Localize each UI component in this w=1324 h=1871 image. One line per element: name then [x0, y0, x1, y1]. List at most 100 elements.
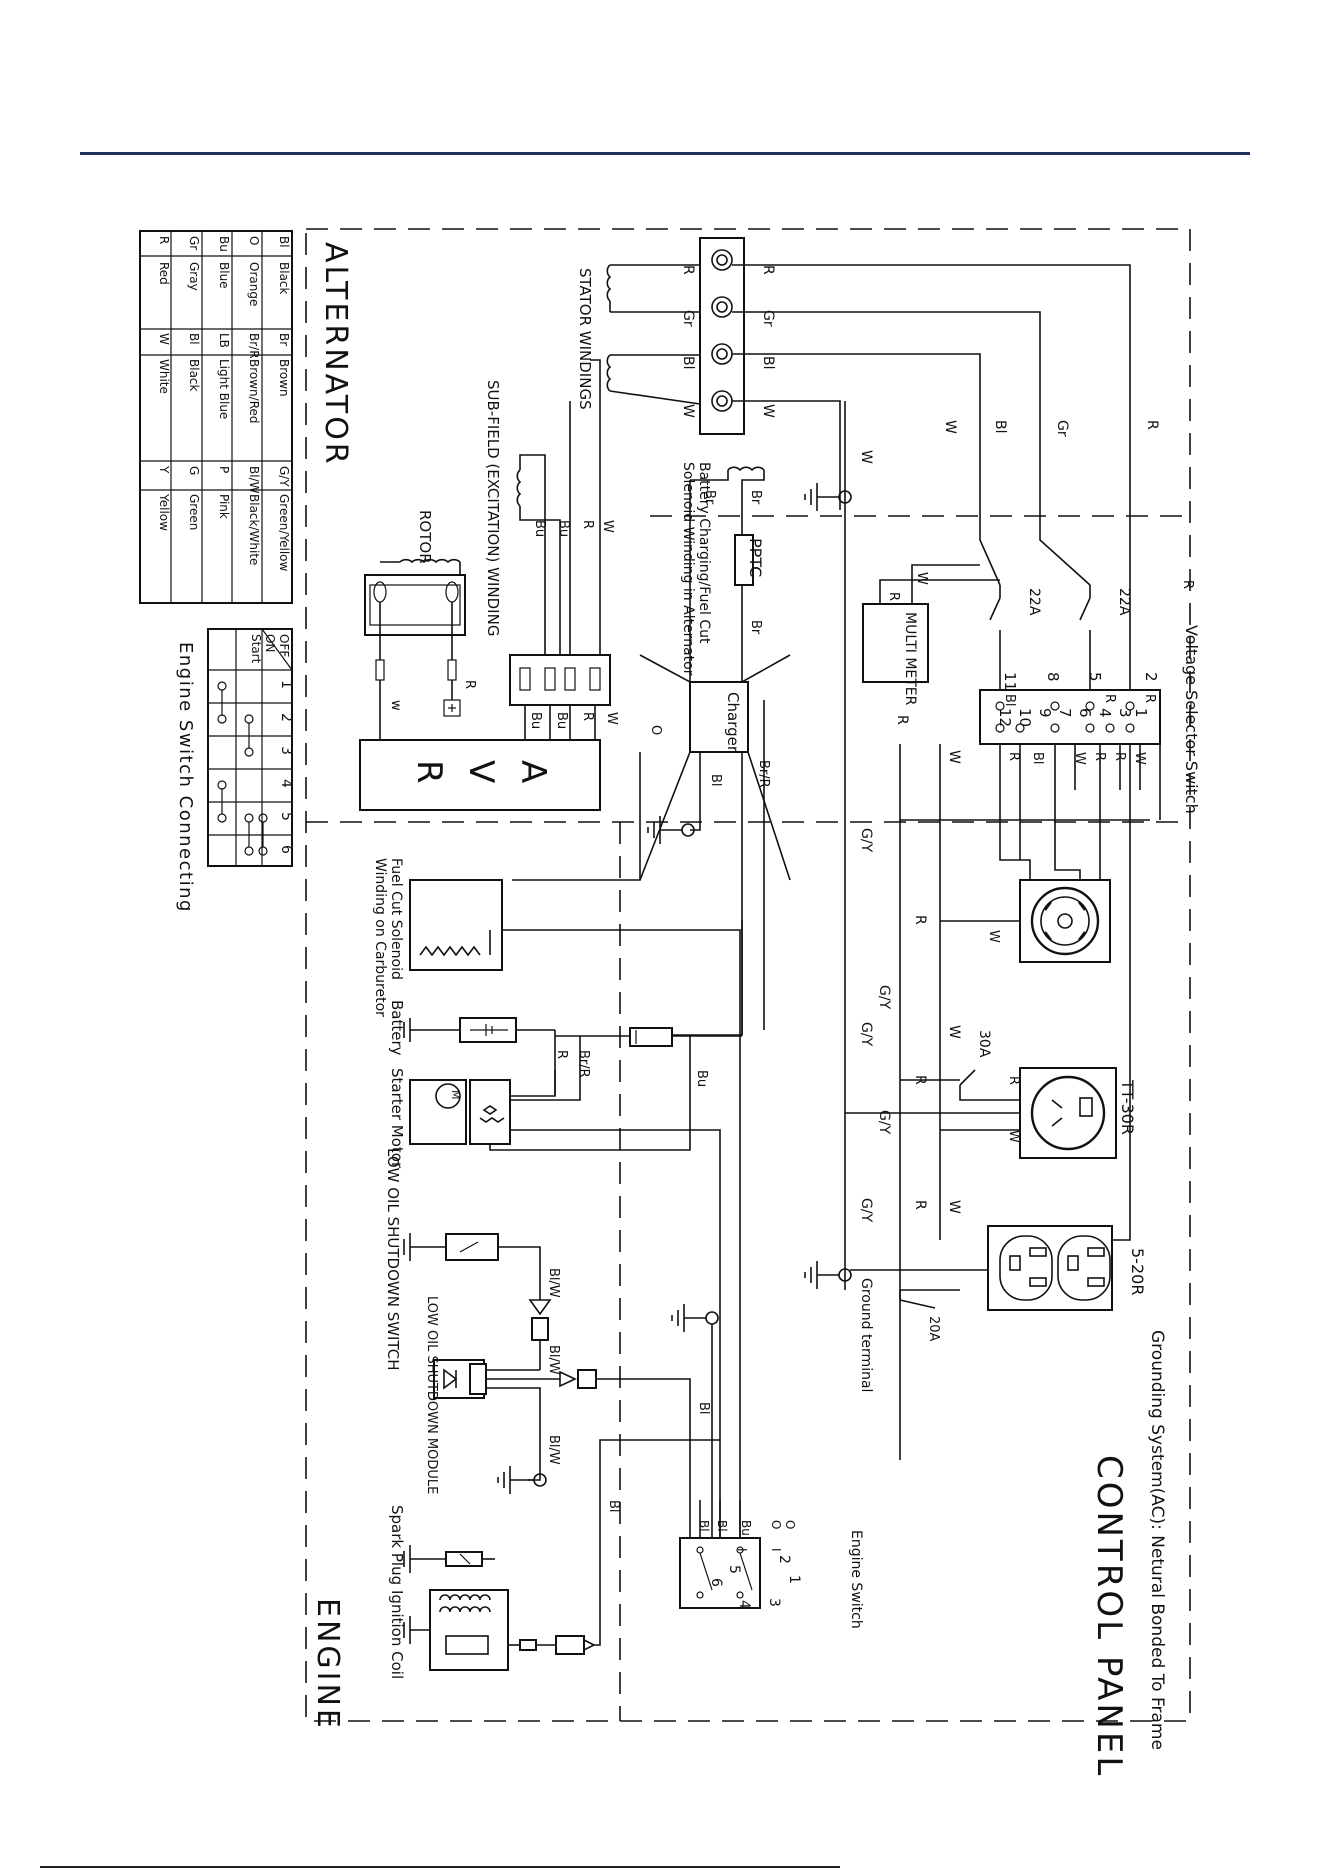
switch-table-col-label: 4 — [278, 779, 294, 788]
header-rule — [80, 152, 1250, 155]
legend-cell: Orange — [247, 262, 261, 306]
color-legend-table — [139, 230, 293, 604]
charger-label: Charger — [724, 692, 742, 753]
legend-cell: Red — [157, 262, 171, 285]
tt30-wire-w: W — [1006, 1130, 1021, 1143]
twist-lock-receptacle — [900, 790, 1161, 963]
pptc-engine — [555, 1027, 742, 1047]
avr-connector — [509, 654, 611, 740]
low-oil-module-label: LOW OIL SHUTDOWN MODULE — [424, 1296, 439, 1494]
field-wire-bu: Bu — [556, 520, 571, 537]
avr-wire-bu: Bu — [554, 712, 569, 729]
motor-m-label: M — [449, 1090, 462, 1100]
ignition-coil-label: Ignition Coil — [388, 1590, 406, 1679]
selector-terminal-number: 7 — [1056, 708, 1074, 718]
charger-wire-bl: Bl — [708, 774, 723, 787]
voltage-selector-switch — [979, 689, 1161, 860]
section-boundaries — [305, 228, 1191, 1722]
rotor-wire-r: R — [462, 680, 477, 689]
bus-wire-bl: Bl — [992, 420, 1008, 434]
bl-engine-2: Bl — [606, 1500, 621, 1513]
engine-switch-table-title: Engine Switch Connecting — [175, 642, 196, 913]
footer-rule — [40, 1866, 840, 1868]
bus-wire-r: R — [1144, 420, 1160, 430]
gy-label-5: G/Y — [858, 1198, 874, 1223]
es-i-1: I — [735, 1548, 749, 1552]
sel-bl-2: Bl — [1030, 752, 1045, 765]
es-bl: Bl — [697, 1520, 711, 1532]
stator-windings — [606, 264, 701, 405]
stator-windings-label: STATOR WINDINGS — [576, 268, 594, 410]
selector-terminal-number: 5 — [1086, 672, 1104, 682]
cp-wire-w-2: W — [946, 1025, 962, 1039]
battery-label: Battery — [388, 1000, 406, 1056]
wire-w-field: W — [858, 450, 874, 464]
legend-cell: Green — [187, 494, 201, 530]
switch-table-col-label: 1 — [278, 680, 294, 689]
sel-r-4: R — [1092, 752, 1107, 761]
mm-wire-w: W — [914, 572, 929, 585]
es-o-2: O — [783, 1520, 797, 1529]
selector-terminal-number: 8 — [1044, 672, 1062, 682]
cp-wire-r-3: R — [912, 1200, 928, 1210]
multimeter-label: MULTI METER — [902, 612, 918, 706]
voltage-selector-label: Voltage Selector Switch — [1182, 625, 1201, 814]
avr-label-v: V — [461, 760, 501, 783]
duplex-receptacle — [899, 1225, 1113, 1311]
breaker-22a-label-2: 22A — [1116, 588, 1132, 616]
switch-table-col-label: 6 — [278, 845, 294, 854]
legend-cell: Bu — [217, 236, 231, 252]
switch-table-col-label: 3 — [278, 746, 294, 755]
charger-wire-brr: Br/R — [756, 760, 771, 788]
stator-wire-gr-1: Gr — [680, 310, 696, 327]
sel-r-1: R — [1142, 694, 1157, 703]
avr-unit: A V R — [359, 739, 601, 811]
legend-cell: Bl/W — [247, 466, 261, 494]
switch-table-col-label: 5 — [278, 812, 294, 821]
selector-terminal-number: 4 — [1096, 708, 1114, 718]
bl-engine-1: Bl — [696, 1402, 711, 1415]
rotor-label: ROTOR — [416, 510, 434, 564]
low-oil-switch — [403, 1233, 552, 1370]
selector-terminal-number: 12 — [996, 708, 1014, 727]
gy-label-4: G/Y — [876, 1110, 892, 1135]
breaker-22a-label-1: 22A — [1026, 588, 1042, 616]
ignition-coil — [403, 1439, 720, 1671]
breaker-30a-label: 30A — [976, 1030, 992, 1058]
tt30r-label: TT-30R — [1118, 1079, 1137, 1135]
stator-wire-gr-2: Gr — [760, 310, 776, 327]
blw-2: Bl/W — [546, 1345, 561, 1375]
twist-wire-w: W — [986, 930, 1001, 943]
sel-r-5: R — [1006, 752, 1021, 761]
selector-terminal-number: 3 — [1116, 708, 1134, 718]
grounding-note: Grounding System(AC): Netural Bonded To … — [1147, 1330, 1167, 1750]
engine-switch-terminal-number: 3 — [766, 1598, 782, 1607]
ground-terminal — [804, 1261, 852, 1289]
pptc-label: PPTC — [746, 538, 765, 577]
sub-field-label: SUB-FIELD (EXCITATION) WINDING — [484, 380, 502, 636]
spark-plug-label: Spark Plug — [388, 1505, 406, 1585]
ground-symbols — [647, 483, 852, 844]
stator-wire-bl-2: Bl — [760, 356, 776, 370]
legend-cell: Black/White — [247, 494, 261, 565]
cp-wire-r-top: R — [1180, 580, 1195, 589]
bus-wire-gr: Gr — [1054, 420, 1070, 437]
r-engine: R — [554, 1050, 569, 1059]
field-wire-bu-2: Bu — [532, 520, 547, 537]
switch-table-col-label: 2 — [278, 713, 294, 722]
legend-cell: Pink — [217, 494, 231, 519]
avr-wire-w: W — [604, 712, 619, 725]
engine-switch-table — [207, 628, 293, 867]
rotor — [364, 558, 466, 742]
solenoid-winding-label: Solenoid Winding in Alternator — [680, 462, 696, 676]
legend-cell: Bl — [277, 236, 291, 248]
legend-cell: Light Blue — [217, 359, 231, 419]
avr-label-r: R — [409, 760, 449, 784]
switch-table-row-label: ON — [263, 634, 277, 652]
stator-wire-r-1: R — [680, 265, 696, 275]
legend-cell: Blue — [217, 262, 231, 289]
engine-switch-label: Engine Switch — [848, 1530, 864, 1629]
legend-cell: White — [157, 359, 171, 394]
